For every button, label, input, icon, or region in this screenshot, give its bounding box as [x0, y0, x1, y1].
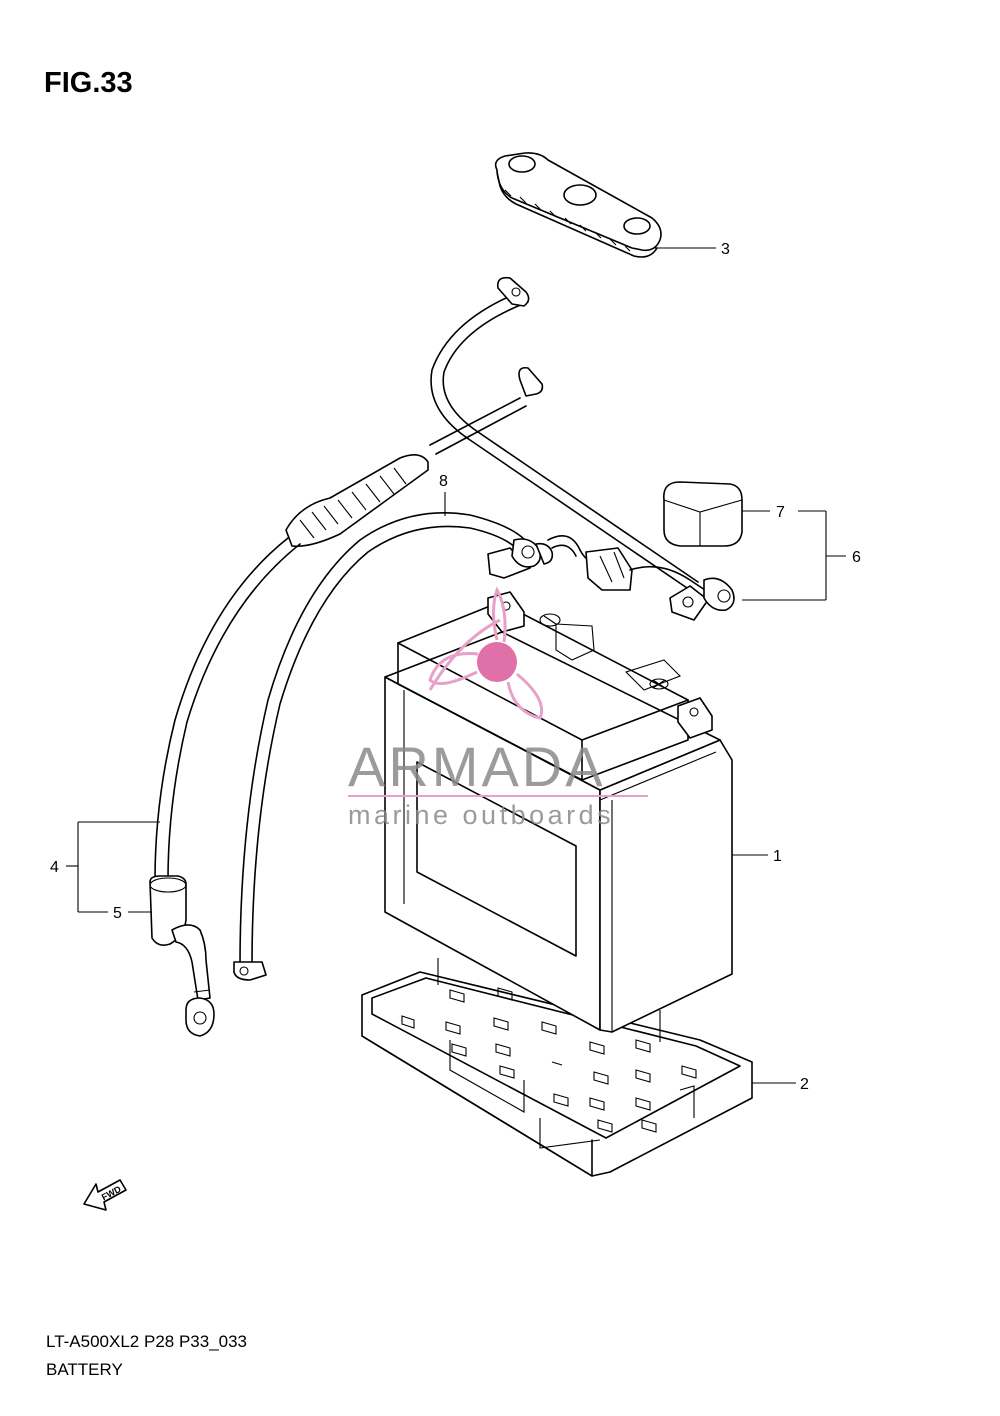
callout-1: 1: [732, 848, 782, 865]
watermark: ARMADA marine outboards: [348, 586, 648, 830]
footer-name: BATTERY: [46, 1360, 123, 1379]
negative-cable-part: [149, 276, 699, 1037]
fwd-arrow-icon: [83, 1179, 127, 1211]
callout-4: 4: [50, 821, 160, 912]
callout-3: 3: [655, 241, 730, 258]
tray-slots: [401, 987, 697, 1133]
footer-code: LT-A500XL2 P28 P33_033: [46, 1332, 247, 1351]
watermark-tagline: marine outboards: [348, 800, 614, 830]
callout-1-label: 1: [773, 848, 782, 865]
callout-3-label: 3: [721, 241, 730, 258]
callout-7-label: 7: [776, 504, 785, 521]
callout-5-label: 5: [113, 905, 122, 922]
callout-6-label: 6: [852, 549, 861, 566]
callout-4-label: 4: [50, 859, 59, 876]
callout-8: 8: [439, 473, 448, 516]
callout-5: 5: [78, 905, 152, 922]
callout-2-label: 2: [800, 1076, 809, 1093]
callout-2: 2: [752, 1076, 809, 1093]
callout-6: 6: [742, 510, 861, 601]
terminal-cover-part: [494, 152, 662, 258]
fwd-marker: FWD: [83, 1179, 127, 1211]
watermark-brand: ARMADA: [348, 735, 606, 798]
positive-lead-part: [547, 481, 743, 621]
armada-logo-icon: [428, 586, 544, 720]
callout-7: 7: [742, 504, 785, 521]
battery-tray-part: [361, 958, 753, 1177]
figure-title: FIG.33: [44, 67, 133, 99]
callout-8-label: 8: [439, 473, 448, 490]
positive-cable-part: [233, 512, 554, 981]
battery-part: [384, 591, 733, 1033]
